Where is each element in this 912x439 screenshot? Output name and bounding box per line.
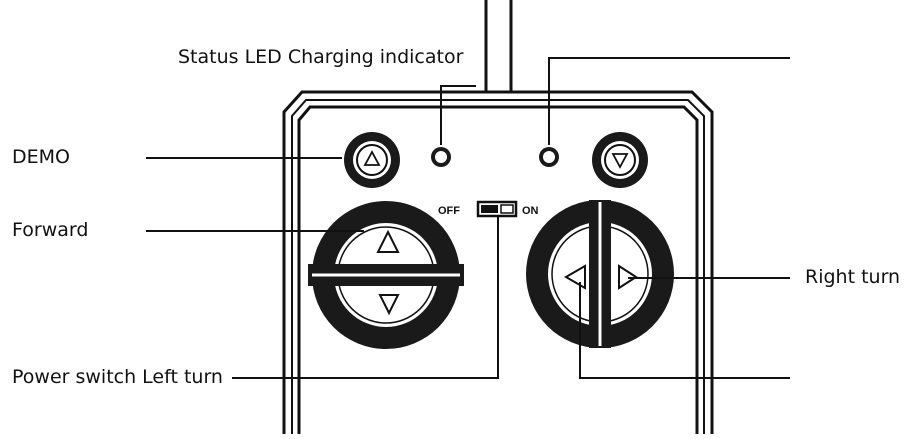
antenna [484,0,513,92]
forward-backward-dial[interactable] [308,201,464,349]
down-triangle-icon [611,153,629,169]
forward-label: Forward [12,219,89,241]
down-button[interactable] [592,132,648,188]
left-right-dial[interactable] [526,200,674,348]
up-triangle-icon [363,150,381,166]
power-switch-left-turn-label: Power switch Left turn [12,366,223,388]
status-led [431,147,451,167]
power-switch[interactable]: OFF ON [438,200,539,218]
switch-off-label: OFF [438,205,460,217]
down-triangle-icon [378,294,400,316]
right-triangle-icon [618,264,638,290]
right-turn-label: Right turn [805,266,901,288]
leader-lines [146,57,790,379]
demo-label: DEMO [12,146,70,168]
status-led-charging-indicator-label: Status LED Charging indicator [178,46,464,68]
charging-indicator-led [539,147,559,167]
demo-button[interactable] [344,132,400,188]
left-triangle-icon [564,264,586,290]
up-triangle-icon [376,229,400,253]
switch-on-label: ON [522,205,539,217]
remote-body [282,90,714,434]
